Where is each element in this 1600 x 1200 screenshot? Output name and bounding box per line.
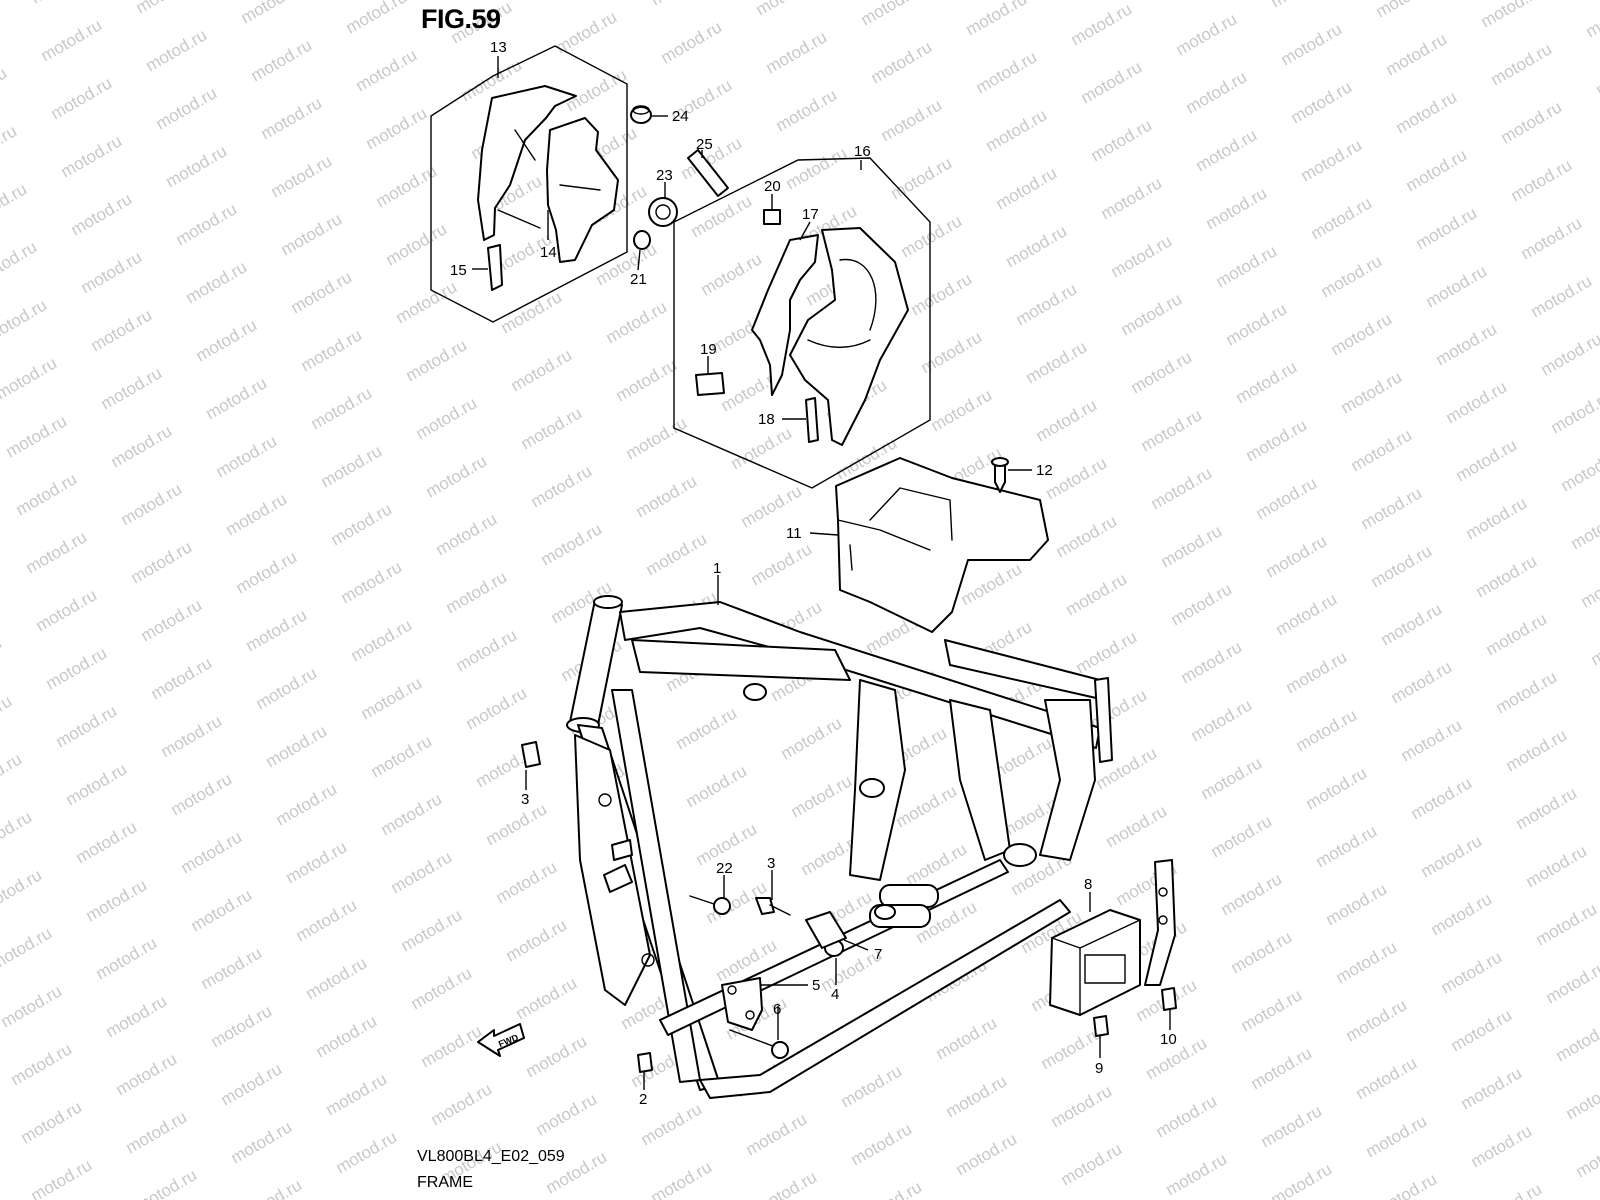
callout-5: 5 xyxy=(812,977,820,994)
frame-cover-right-part xyxy=(789,227,909,446)
callout-24: 24 xyxy=(672,108,689,125)
bolt-10-part xyxy=(1161,987,1177,1011)
callout-4: 4 xyxy=(831,986,839,1003)
bolt-3-lower-shaft xyxy=(769,904,791,916)
grommet-23-part xyxy=(648,197,678,227)
side-plate-hole-1 xyxy=(1158,887,1168,897)
callout-25: 25 xyxy=(696,136,713,153)
spacer-part xyxy=(805,911,847,949)
callout-19: 19 xyxy=(700,341,717,358)
cushion-20-part xyxy=(763,209,781,225)
callout-18: 18 xyxy=(758,411,775,428)
main-frame-1 xyxy=(566,595,1113,1099)
figure-title: FIG.59 xyxy=(421,4,501,34)
tape-25-part xyxy=(687,149,729,197)
callout-11: 11 xyxy=(786,525,802,542)
cross-tube-upper xyxy=(879,884,939,908)
bolt-2-part xyxy=(637,1052,653,1073)
emblem-18-part xyxy=(805,397,819,443)
gusset-hole-2 xyxy=(641,953,655,967)
gusset-bracket-1 xyxy=(603,864,633,893)
cover-detail-lines xyxy=(497,129,601,229)
bolt-22-shaft xyxy=(689,895,715,905)
plate-5-hole-1 xyxy=(727,985,737,995)
callout-14: 14 xyxy=(540,244,557,261)
battery-case-11 xyxy=(835,457,1049,633)
rear-frame-section xyxy=(1039,699,1096,861)
callout-6: 6 xyxy=(773,1001,781,1018)
frame-cover-part xyxy=(477,85,577,241)
callout-7: 7 xyxy=(874,946,882,963)
collar-7-part xyxy=(874,904,896,920)
mount-hardware xyxy=(521,741,896,1073)
callout-numbers: 13 14 15 24 25 23 21 16 20 17 19 18 12 1… xyxy=(450,39,1177,1108)
cap-22-part xyxy=(713,897,731,915)
grommet-24-top xyxy=(632,105,650,115)
group-13-outline xyxy=(430,45,628,323)
bolt-12-head xyxy=(991,457,1009,467)
gusset-hole-1 xyxy=(598,793,612,807)
cushion-19-part xyxy=(695,372,725,396)
fwd-arrow-shape xyxy=(477,1023,525,1057)
gusset-bracket-2 xyxy=(611,839,633,861)
callout-21: 21 xyxy=(630,271,647,288)
grommet-24-part xyxy=(630,106,652,124)
group-16-outline xyxy=(673,157,931,489)
callout-12: 12 xyxy=(1036,462,1053,479)
callout-13: 13 xyxy=(490,39,507,56)
bolt-9-part xyxy=(1093,1015,1109,1037)
bracket-8-edges xyxy=(1051,919,1141,1016)
cover-group-13 xyxy=(430,45,628,323)
cover-group-16 xyxy=(673,157,931,489)
callout-8: 8 xyxy=(1084,876,1092,893)
forward-direction-arrow: FWD xyxy=(477,1023,525,1057)
upper-cross-rail xyxy=(631,639,851,681)
emblem-15-part xyxy=(487,244,503,291)
center-pivot-boss xyxy=(859,778,885,798)
bolt-3-lower-head xyxy=(755,897,775,915)
rear-upright xyxy=(949,699,1011,861)
callout-10: 10 xyxy=(1160,1031,1177,1048)
frame-cover-17-part xyxy=(751,234,819,396)
bracket-8-part xyxy=(1049,909,1141,1016)
side-plate-hole-2 xyxy=(1158,915,1168,925)
callout-3-upper: 3 xyxy=(521,791,529,808)
cover-right-detail xyxy=(807,258,877,349)
callout-20: 20 xyxy=(764,178,781,195)
battery-case-detail xyxy=(837,487,953,571)
leader-lines xyxy=(472,56,1171,1090)
callout-23: 23 xyxy=(656,167,673,184)
battery-case-part xyxy=(835,457,1049,633)
bolt-6-head xyxy=(771,1041,789,1059)
bracket-8-window xyxy=(1084,954,1126,984)
small-parts-21-25 xyxy=(630,105,729,250)
figure-name: FRAME xyxy=(417,1174,473,1191)
bolt-6-shaft xyxy=(729,1029,779,1049)
callout-1: 1 xyxy=(713,560,721,577)
lower-rail-right xyxy=(699,899,1071,1099)
figure-code: VL800BL4_E02_059 xyxy=(417,1148,565,1165)
steering-head-top xyxy=(593,595,623,609)
bracket-8-assembly xyxy=(1049,859,1177,1037)
callout-9: 9 xyxy=(1095,1060,1103,1077)
callout-22: 22 xyxy=(716,860,733,877)
callout-16: 16 xyxy=(854,143,871,160)
mount-plate-5-part xyxy=(721,977,763,1031)
rear-pivot-boss xyxy=(1003,843,1037,867)
grommet-23-hole xyxy=(655,204,671,220)
callout-15: 15 xyxy=(450,262,467,279)
callout-2: 2 xyxy=(639,1091,647,1108)
bolt-3-upper-part xyxy=(521,741,541,768)
callout-17: 17 xyxy=(802,206,819,223)
frame-cover-14-part xyxy=(546,117,619,263)
callout-3-lower: 3 xyxy=(767,855,775,872)
engine-mount-boss xyxy=(743,683,767,701)
plate-5-hole-2 xyxy=(745,1010,755,1020)
collar-21-part xyxy=(633,230,651,250)
rear-bracket-post xyxy=(1094,677,1113,763)
